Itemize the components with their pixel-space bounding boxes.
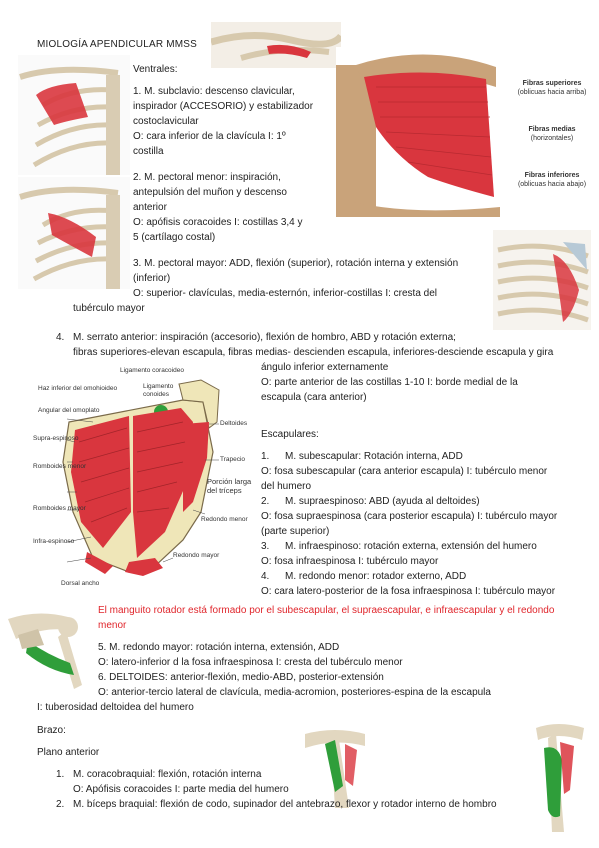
- text-line: 3. M. pectoral mayor: ADD, flexión (supe…: [133, 258, 459, 269]
- text-line: tubérculo mayor: [73, 303, 145, 314]
- label-dorsal-ancho: Dorsal ancho: [61, 580, 100, 587]
- label-trapecio: Trapecio: [220, 456, 246, 463]
- list-number: 2.: [56, 799, 65, 810]
- text-line: 2. M. pectoral menor: inspiración,: [133, 172, 281, 183]
- text-line: del humero: [261, 481, 312, 492]
- text-line: I: tuberosidad deltoidea del humero: [37, 702, 194, 713]
- text-line: costilla: [133, 146, 164, 157]
- label-angular: Angular del omoplato: [38, 407, 100, 414]
- label-ligamento-conoides: Ligamento conoides: [143, 383, 174, 398]
- list-item: 2. M. supraespinoso: ABD (ayuda al deltoi…: [261, 494, 596, 509]
- serrato-origin-block: ángulo inferior externamente O: parte an…: [261, 360, 591, 405]
- text-line: O: apófisis coracoides I: costillas 3,4 …: [133, 217, 303, 228]
- text-line: M. subescapular: Rotación interna, ADD: [285, 451, 463, 462]
- list-number: 3.: [261, 541, 270, 552]
- text-line: 5. M. redondo mayor: rotación interna, e…: [98, 642, 340, 653]
- page-title: MIOLOGÍA APENDICULAR MMSS: [37, 39, 198, 50]
- text-line: 6. DELTOIDES: anterior-flexión, medio-AB…: [98, 672, 384, 683]
- list-number: 4.: [261, 571, 270, 582]
- list-item: 4. M. redondo menor: rotador externo, ADD: [261, 569, 596, 584]
- text-line: O: fosa supraespinosa (cara posterior es…: [261, 511, 558, 522]
- text-line: O: fosa subescapular (cara anterior esca…: [261, 466, 548, 477]
- text-line: ángulo inferior externamente: [261, 362, 389, 373]
- text-line: O: cara inferior de la clavícula I: 1º: [133, 131, 286, 142]
- label-redondo-mayor: Redondo mayor: [173, 552, 220, 559]
- label-fibras-medias: Fibras medias: [528, 126, 576, 133]
- pectoralis-major-illustration: [336, 47, 500, 217]
- text-line: M. supraespinoso: ABD (ayuda al deltoide…: [285, 496, 480, 507]
- label-fibras-inferiores: Fibras inferiores: [524, 172, 580, 179]
- text-line: 5 (cartílago costal): [133, 232, 216, 243]
- label-infraespinoso: Infra-espinoso: [33, 538, 75, 545]
- section-subheading-plano-anterior: Plano anterior: [37, 747, 100, 758]
- biceps-illustration: [530, 720, 588, 832]
- text-line: fibras superiores-elevan escapula, fibra…: [73, 347, 554, 358]
- pectoral-mayor-block: 3. M. pectoral mayor: ADD, flexión (supe…: [133, 256, 488, 301]
- label-fibras-superiores-sub: (oblicuas hacia arriba): [517, 89, 587, 96]
- section-heading-ventrales: Ventrales:: [133, 64, 178, 75]
- list-number: 1.: [261, 451, 270, 462]
- escapulares-list: 1. M. subescapular: Rotación interna, ADD…: [261, 449, 596, 599]
- list-number: 2.: [261, 496, 270, 507]
- label-porcion-larga: Porción larga del tríceps: [207, 477, 252, 495]
- text-line: O: Apófisis coracoides I: parte media de…: [73, 784, 289, 795]
- text-line: O: anterior-tercio lateral de clavícula,…: [98, 687, 491, 698]
- text-line: O: fosa infraespinosa I: tubérculo mayor: [261, 556, 439, 567]
- list-item: 3. M. infraespinoso: rotación externa, ex…: [261, 539, 596, 554]
- label-fibras-medias-sub: (horizontales): [530, 135, 574, 142]
- text-line: 1. M. subclavio: descenso clavicular,: [133, 86, 295, 97]
- text-line: O: cara latero-posterior de la fosa infr…: [261, 586, 556, 597]
- text-line: M. infraespinoso: rotación externa, exte…: [285, 541, 537, 552]
- label-romboides-menor: Romboides menor: [33, 463, 87, 470]
- list-number: 4.: [56, 332, 65, 343]
- serratus-illustration: [493, 230, 591, 330]
- label-haz-inferior: Haz inferior del omohioideo: [38, 385, 118, 392]
- subclavio-block: 1. M. subclavio: descenso clavicular, in…: [133, 84, 333, 159]
- subclavius-illustration: [18, 55, 130, 175]
- text-line: (parte superior): [261, 526, 330, 537]
- coracobrachialis-illustration: [305, 726, 369, 808]
- text-line: costoclavicular: [133, 116, 199, 127]
- text-line: O: latero-inferior d la fosa infraespino…: [98, 657, 403, 668]
- text-line: escapula (cara anterior): [261, 392, 367, 403]
- label-romboides-mayor: Romboides mayor: [33, 505, 86, 512]
- label-fibras-superiores: Fibras superiores: [522, 80, 582, 87]
- text-line: antepulsión del muñon y descenso: [133, 187, 287, 198]
- pectoralis-minor-illustration: [18, 177, 130, 289]
- list-item: 1. M. subescapular: Rotación interna, ADD: [261, 449, 596, 464]
- manguito-note-line1: El manguito rotador está formado por el …: [98, 605, 555, 616]
- text-line: M. bíceps braquial: flexión de codo, sup…: [73, 799, 497, 810]
- list-number: 1.: [56, 769, 65, 780]
- label-redondo-menor: Redondo menor: [201, 516, 248, 523]
- text-line: (inferior): [133, 273, 171, 284]
- clavicle-illustration: [211, 22, 341, 68]
- label-fibras-inferiores-sub: (oblicuas hacia abajo): [517, 181, 587, 188]
- scapula-figure: Ligamento coracoideo Haz inferior del om…: [33, 362, 253, 590]
- text-line: inspirador (ACCESORIO) y estabilizador: [133, 101, 314, 112]
- teres-major-illustration: [8, 605, 96, 690]
- label-ligamento-coracoideo: Ligamento coracoideo: [120, 367, 184, 374]
- label-supraespinoso: Supra-espinoso: [33, 435, 79, 442]
- pectoral-menor-block: 2. M. pectoral menor: inspiración, antep…: [133, 170, 333, 245]
- label-deltoides: Deltoides: [220, 420, 248, 427]
- section-heading-escapulares: Escapulares:: [261, 429, 319, 440]
- text-line: M. redondo menor: rotador externo, ADD: [285, 571, 467, 582]
- text-line: O: superior- clavículas, media-esternón,…: [133, 288, 438, 299]
- manguito-note-line2: menor: [98, 620, 127, 631]
- text-line: M. coracobraquial: flexión, rotación int…: [73, 769, 262, 780]
- more-muscles-block: 5. M. redondo mayor: rotación interna, e…: [98, 640, 593, 700]
- text-line: M. serrato anterior: inspiración (acceso…: [73, 332, 456, 343]
- text-line: O: parte anterior de las costillas 1-10 …: [261, 377, 518, 388]
- section-heading-brazo: Brazo:: [37, 725, 66, 736]
- text-line: anterior: [133, 202, 167, 213]
